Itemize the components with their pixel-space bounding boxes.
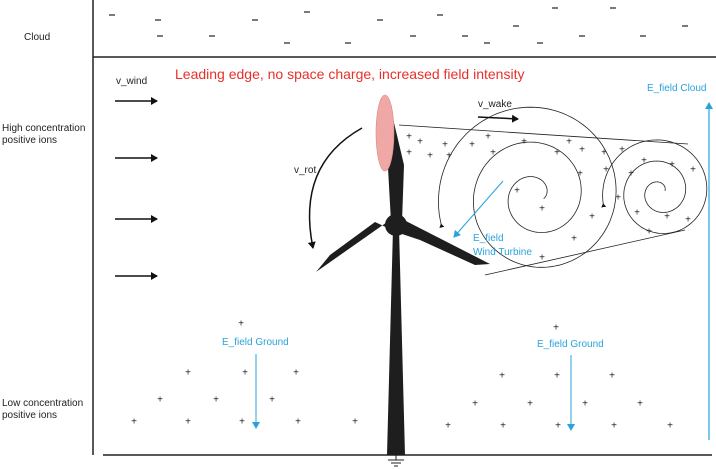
positive-charge: + — [499, 371, 505, 382]
positive-charge: + — [239, 417, 245, 428]
positive-charge: + — [469, 140, 475, 151]
positive-charge: + — [582, 399, 588, 410]
positive-charge: + — [619, 145, 625, 156]
positive-charge: + — [417, 137, 423, 148]
positive-charge: + — [406, 148, 412, 159]
positive-charge: + — [213, 395, 219, 406]
positive-charge: + — [553, 323, 559, 334]
wind-turbine — [316, 96, 490, 455]
positive-charge: + — [646, 227, 652, 238]
positive-charge: + — [566, 137, 572, 148]
positive-charge: + — [685, 215, 691, 226]
positive-charge: + — [615, 193, 621, 204]
cloud-label: Cloud — [24, 32, 50, 43]
positive-charge: + — [442, 140, 448, 151]
cloud-negative-charges — [109, 7, 688, 44]
positive-charge: + — [667, 421, 673, 432]
turbine-tower — [387, 228, 405, 455]
positive-charge: + — [157, 395, 163, 406]
positive-charge: + — [637, 399, 643, 410]
v-wake-label: v_wake — [478, 99, 512, 110]
e-field-ground-right-label: E_field Ground — [537, 339, 604, 350]
positive-charge: + — [185, 417, 191, 428]
positive-charge: + — [577, 169, 583, 180]
v-rot-label: v_rot — [294, 165, 316, 176]
positive-charge: + — [427, 151, 433, 162]
turbine-hub — [385, 214, 407, 236]
v-wind-label: v_wind — [116, 76, 147, 87]
positive-charge: + — [131, 417, 137, 428]
positive-charge: + — [609, 371, 615, 382]
positive-charge: + — [472, 399, 478, 410]
wake-vortex-small — [601, 139, 708, 234]
positive-charge: + — [641, 156, 647, 167]
positive-charge: + — [539, 253, 545, 264]
turbine-blade-left — [316, 220, 392, 272]
positive-charge: + — [269, 395, 275, 406]
positive-charge: + — [690, 165, 696, 176]
positive-charge: + — [527, 399, 533, 410]
wake-upper-boundary — [398, 124, 689, 145]
positive-charge: + — [238, 319, 244, 330]
positive-charge: + — [445, 421, 451, 432]
wind-arrows — [115, 97, 158, 280]
positive-charge: + — [589, 212, 595, 223]
e-field-turbine-label-2: Wind Turbine — [473, 247, 532, 258]
positive-charge: + — [579, 145, 585, 156]
v-wake-arrow — [477, 114, 519, 123]
positive-charge: + — [555, 421, 561, 432]
e-field-turbine-arrow — [453, 180, 504, 238]
leading-edge-caption: Leading edge, no space charge, increased… — [175, 66, 524, 82]
e-field-cloud-label: E_field Cloud — [647, 83, 706, 94]
positive-charge: + — [601, 148, 607, 159]
positive-charge: + — [485, 132, 491, 143]
positive-charge: + — [539, 204, 545, 215]
positive-charge: + — [514, 186, 520, 197]
leading-edge-highlight — [375, 94, 395, 172]
positive-charge: + — [521, 137, 527, 148]
e-field-turbine-label-1: E_field — [473, 233, 504, 244]
e-field-ground-left-label: E_field Ground — [222, 337, 289, 348]
v-rot-arrow — [307, 127, 363, 249]
low-ions-label-line2: positive ions — [2, 410, 57, 421]
positive-charge: + — [293, 368, 299, 379]
positive-charge: + — [185, 368, 191, 379]
positive-charge: + — [603, 165, 609, 176]
high-ions-label-line2: positive ions — [2, 135, 57, 146]
positive-charge: + — [352, 417, 358, 428]
positive-charge: + — [406, 132, 412, 143]
high-ions-label-line1: High concentration — [2, 123, 85, 134]
positive-charge: + — [500, 421, 506, 432]
positive-charge: + — [634, 208, 640, 219]
positive-charge: + — [490, 148, 496, 159]
positive-charge: + — [664, 212, 670, 223]
wake-vortex-large — [438, 106, 617, 268]
positive-charge: + — [554, 148, 560, 159]
positive-charge: + — [611, 421, 617, 432]
positive-charge: + — [554, 371, 560, 382]
turbine-blade-right — [396, 218, 490, 265]
positive-charge: + — [446, 151, 452, 162]
ground-symbol-icon — [388, 455, 404, 467]
positive-charge: + — [295, 417, 301, 428]
low-ions-label-line1: Low concentration — [2, 398, 83, 409]
positive-ions: + + + + + + + + + + + + + + + + + + + + + + + + + + + + + + + + + + + + + + + +… — [131, 132, 696, 432]
positive-charge: + — [571, 234, 577, 245]
positive-charge: + — [242, 368, 248, 379]
